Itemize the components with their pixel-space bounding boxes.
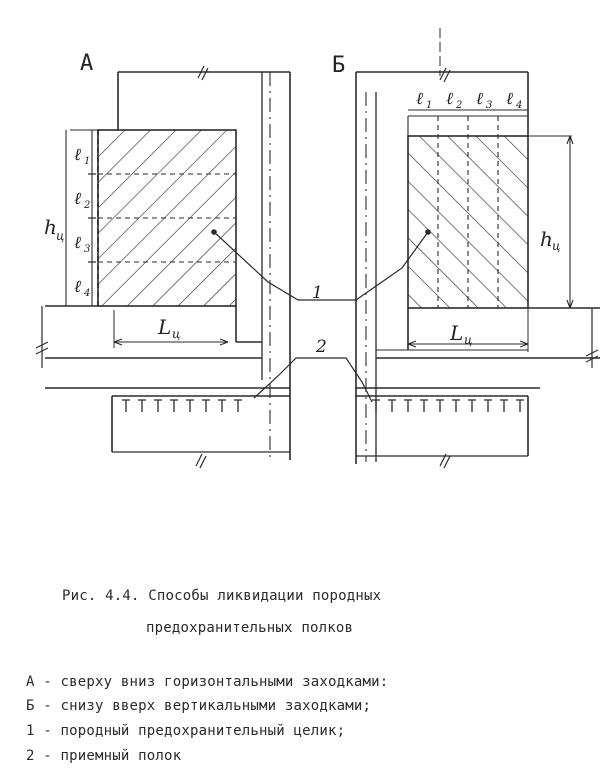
left-L-label: L (157, 315, 171, 339)
left-L-sub: ц (172, 327, 180, 341)
right-l2-sub: 2 (455, 100, 462, 111)
legend-item-b: Б - снизу вверх вертикальными заходками; (26, 698, 372, 714)
mining-diagram: А Б h ц ℓ 1 ℓ 2 ℓ 3 ℓ 4 L ц ℓ 1 ℓ 2 ℓ 3 … (35, 28, 600, 469)
left-h-label: h (44, 215, 57, 239)
right-L-label: L (449, 321, 463, 345)
left-l2-sub: 2 (83, 200, 90, 211)
left-l3-sub: 3 (84, 244, 90, 255)
caption-title-line2: предохранительных полков (146, 620, 354, 636)
panel-left (35, 65, 291, 469)
caption-title-line1: Рис. 4.4. Способы ликвидации породных (62, 588, 382, 604)
right-l4-label: ℓ (506, 89, 513, 109)
right-l3-sub: 3 (486, 100, 492, 111)
panel-right (355, 28, 600, 469)
left-l1-label: ℓ (74, 145, 81, 165)
left-l1-sub: 1 (84, 156, 90, 167)
callout-leaders (211, 229, 431, 403)
panel-a-label: А (80, 51, 93, 76)
legend-item-a: А - сверху вниз горизонтальными заходкам… (26, 674, 389, 690)
right-L-sub: ц (464, 333, 472, 347)
legend-item-2: 2 - приемный полок (26, 748, 182, 764)
left-l4-label: ℓ (74, 277, 81, 297)
right-l1-sub: 1 (426, 100, 432, 111)
right-l1-label: ℓ (416, 89, 423, 109)
legend-item-1: 1 - породный предохранительный целик; (26, 723, 346, 739)
right-h-label: h (540, 227, 553, 251)
left-l4-sub: 4 (83, 288, 90, 299)
right-l2-label: ℓ (446, 89, 453, 109)
left-l2-label: ℓ (74, 189, 81, 209)
callout-2: 2 (315, 337, 327, 357)
left-h-sub: ц (56, 229, 64, 243)
right-h-sub: ц (552, 239, 560, 253)
left-l3-label: ℓ (74, 233, 81, 253)
right-l4-sub: 4 (515, 100, 522, 111)
callout-1: 1 (312, 283, 323, 303)
panel-b-label: Б (332, 53, 345, 78)
right-l3-label: ℓ (476, 89, 483, 109)
